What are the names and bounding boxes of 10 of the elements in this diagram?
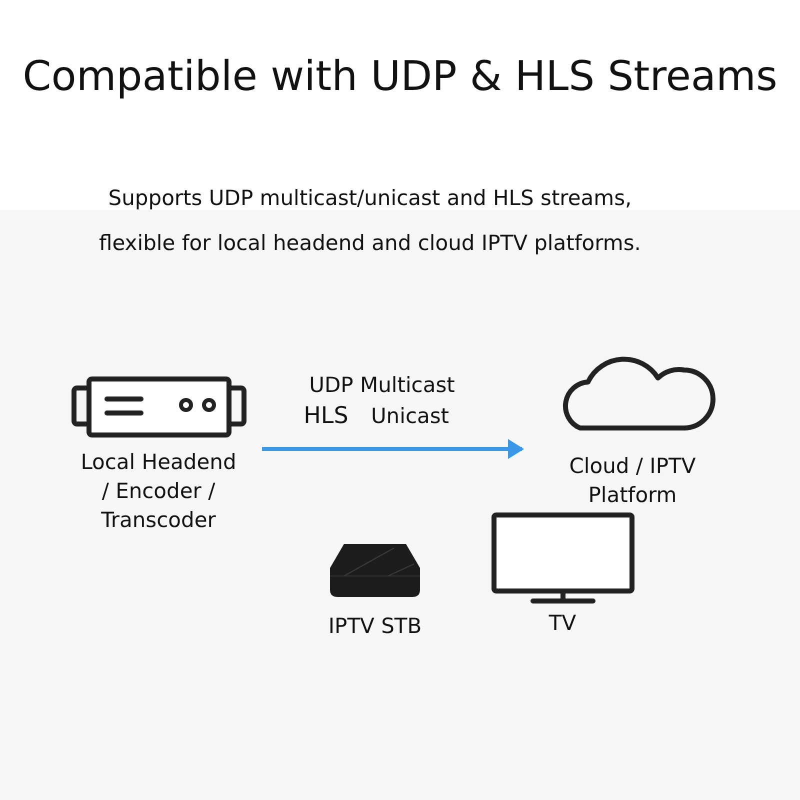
title: Compatible with UDP & HLS Streams	[22, 52, 778, 100]
node-label: IPTV STB	[328, 613, 422, 640]
stream-type-label: UDP Multicast	[308, 372, 456, 399]
node-label: TV	[548, 610, 576, 637]
stream-type-label: Unicast	[370, 403, 450, 430]
node-label: Cloud / IPTV Platform	[568, 453, 697, 509]
stream-type-label: HLS	[302, 402, 350, 430]
arrow	[262, 439, 524, 459]
subtitle-text: Supports UDP multicast/unicast and HLS streams, flexible for local headend and cloud IPTV platforms.	[98, 185, 642, 257]
node-label: Local Headend / Encoder / Transcoder	[80, 449, 238, 534]
